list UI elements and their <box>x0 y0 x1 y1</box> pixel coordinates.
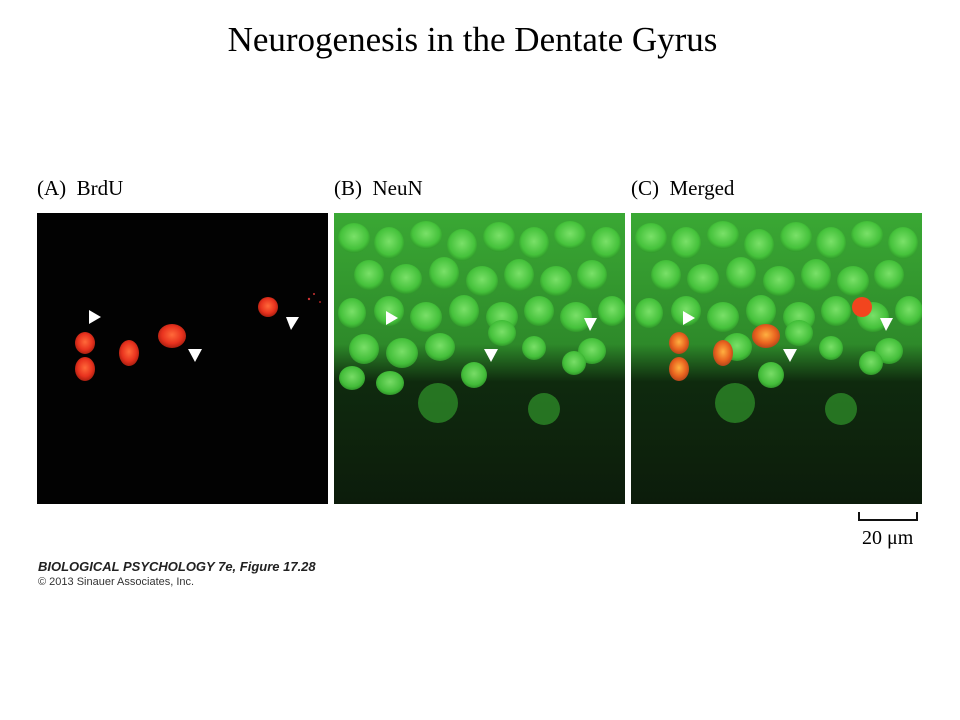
merged-micrograph <box>631 213 922 504</box>
panel-c-merged-image <box>631 213 922 504</box>
brdu-nucleus <box>258 297 278 317</box>
arrowhead-icon <box>286 317 299 330</box>
panel-a-label: (A) BrdU <box>37 176 124 200</box>
panel-b-neun-image <box>334 213 625 504</box>
merged-nucleus <box>669 332 689 354</box>
arrowhead-icon <box>89 310 101 324</box>
merged-nucleus <box>752 324 780 348</box>
merged-nucleus <box>713 340 733 366</box>
brdu-nucleus <box>75 357 95 381</box>
panel-b-label: (B) NeuN <box>334 176 423 200</box>
scale-bar <box>858 512 918 521</box>
arrowhead-icon <box>484 349 498 362</box>
brdu-nucleus <box>158 324 186 348</box>
arrowhead-icon <box>783 349 797 362</box>
figure-copyright: © 2013 Sinauer Associates, Inc. <box>38 576 195 588</box>
slide-title: Neurogenesis in the Dentate Gyrus <box>227 20 718 59</box>
arrowhead-icon <box>683 311 695 325</box>
merged-nucleus <box>852 297 872 317</box>
merged-nucleus <box>669 357 689 381</box>
arrowhead-icon <box>386 311 398 325</box>
figure-credit-title: BIOLOGICAL PSYCHOLOGY 7e, Figure 17.28 <box>38 559 316 574</box>
panel-a-brdu-image <box>37 213 328 504</box>
brdu-nucleus <box>75 332 95 354</box>
arrowhead-icon <box>188 349 202 362</box>
brdu-nucleus <box>119 340 139 366</box>
brdu-micrograph <box>37 213 328 504</box>
neun-micrograph <box>334 213 625 504</box>
scale-bar-label: 20 μm <box>862 527 914 549</box>
panel-c-label: (C) Merged <box>631 176 735 200</box>
arrowhead-icon <box>584 318 597 331</box>
arrowhead-icon <box>880 318 893 331</box>
